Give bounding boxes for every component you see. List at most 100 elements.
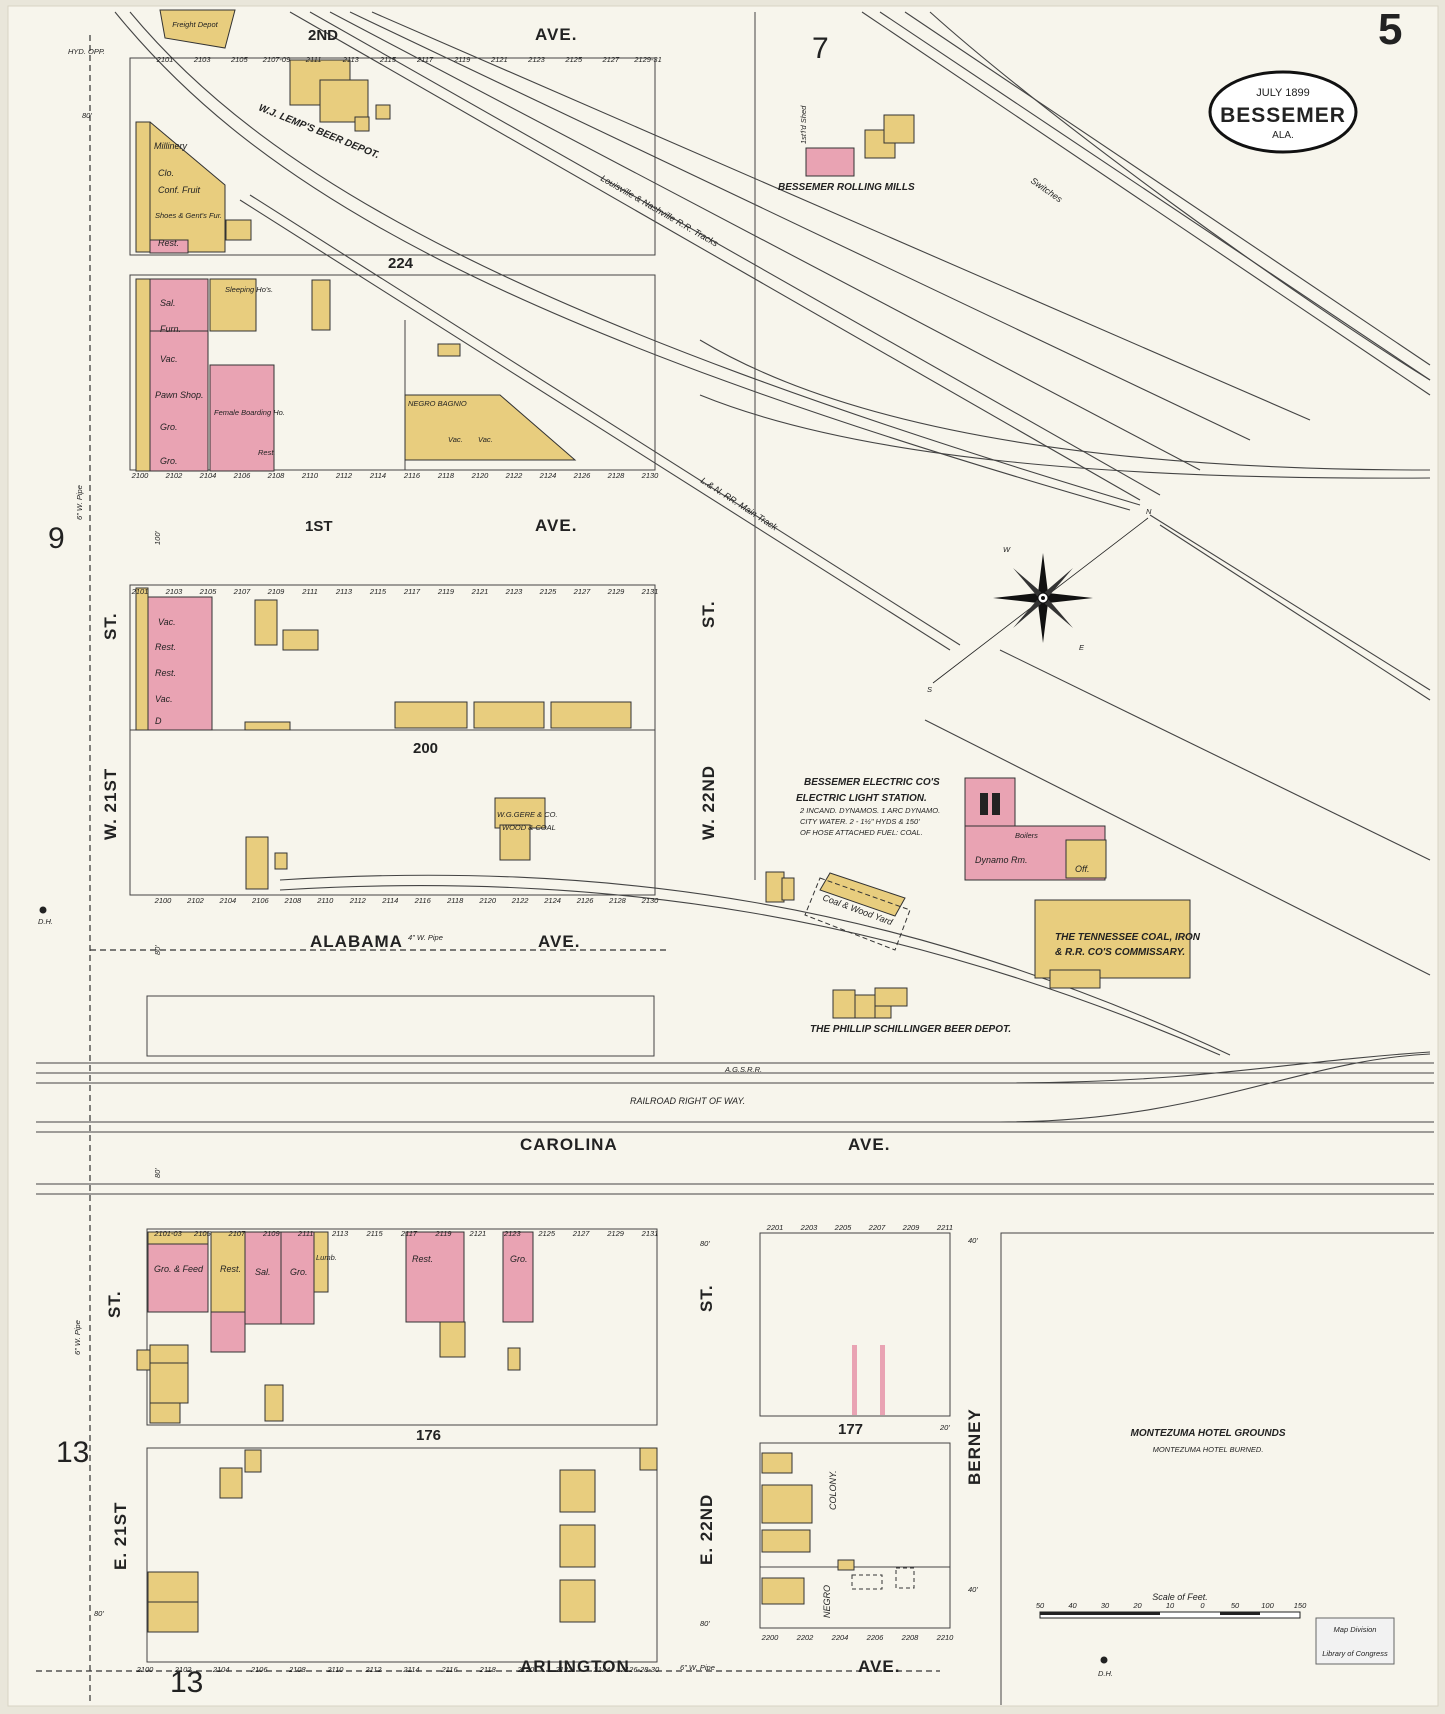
address-number: 2101-03 — [153, 1229, 182, 1238]
address-number: 2116 — [403, 471, 421, 480]
address-number: 2115 — [379, 55, 397, 64]
address-number: 2112 — [364, 1665, 382, 1674]
store-label: Sal. — [160, 298, 176, 308]
address-number: 2129 — [606, 1229, 625, 1238]
address-number: 2129-31 — [633, 55, 662, 64]
address-number: 2101 — [131, 587, 149, 596]
store-labels-block-224: Sal. Furn. Vac. Pawn Shop. Gro. Gro. Sle… — [155, 285, 493, 466]
block-number-176: 176 — [416, 1427, 441, 1444]
store-label: D — [155, 716, 162, 726]
freight-depot-label: Freight Depot — [172, 20, 218, 29]
rail-tracks — [36, 11, 1434, 1195]
store-label: Vac. — [160, 354, 178, 364]
dimension-label: 80' — [153, 1168, 162, 1178]
address-number: 2115 — [366, 1229, 384, 1238]
library-stamp-line-1: Map Division — [1334, 1625, 1377, 1634]
address-number: 2100 — [136, 1665, 155, 1674]
water-main-label: 6" W. Pipe — [73, 1320, 82, 1355]
address-number: 2107 — [233, 587, 252, 596]
address-number: 2124 — [539, 471, 557, 480]
dimension-label: 80' — [700, 1619, 710, 1628]
address-number: 2123 — [527, 55, 546, 64]
buildings-block-177 — [761, 1345, 915, 1605]
store-label: Millinery — [154, 141, 188, 151]
address-number: 2124 — [543, 896, 561, 905]
scale-tick-label: 150 — [1294, 1601, 1307, 1610]
address-number: 2110 — [301, 471, 319, 480]
title-cartouche: JULY 1899 BESSEMER ALA. — [1208, 70, 1358, 154]
store-labels-block-176: Gro. & Feed Rest. Sal. Gro. Lumb. Rest. … — [154, 1253, 528, 1277]
store-label: Vac. — [158, 617, 176, 627]
address-number: 2121 — [471, 587, 489, 596]
address-number: 2111 — [297, 1229, 314, 1238]
scale-bar: Scale of Feet. — [1039, 1592, 1301, 1619]
scale-tick-label: 50 — [1036, 1601, 1045, 1610]
buildings-block-200 — [135, 587, 632, 890]
address-number: 2127 — [601, 55, 620, 64]
street-carolina-suffix: AVE. — [848, 1135, 890, 1154]
address-number: 2120 — [516, 1665, 535, 1674]
buildings-block-176 — [136, 1231, 658, 1633]
street-w21: W. 21ST — [101, 768, 120, 840]
store-label: Conf. Fruit — [158, 185, 201, 195]
address-number: 2119 — [437, 587, 455, 596]
street-w21-st: ST. — [101, 612, 120, 640]
address-number: 2105 — [199, 587, 218, 596]
store-label: Gro. — [160, 422, 178, 432]
block-outlines — [129, 12, 1434, 1705]
compass-rose: N S E W — [927, 507, 1152, 694]
store-label: Rest. — [158, 238, 179, 248]
electric-label-1: BESSEMER ELECTRIC CO'S — [804, 777, 940, 788]
montezuma-label-2: MONTEZUMA HOTEL BURNED. — [1153, 1445, 1264, 1454]
hydrant-note: HYD. OPP. — [68, 47, 105, 56]
address-number: 2126 — [576, 896, 595, 905]
hydrant-label: D.H. — [38, 917, 53, 926]
tcirr-label-1: THE TENNESSEE COAL, IRON — [1055, 932, 1201, 943]
boilers-label: Boilers — [1015, 831, 1038, 840]
street-e21-st: ST. — [105, 1290, 124, 1318]
address-number: 2130 — [641, 896, 660, 905]
address-number: 2109 — [262, 1229, 281, 1238]
street-w22-st: ST. — [699, 600, 718, 628]
address-number: 2104 — [212, 1665, 230, 1674]
dimension-label: 80' — [82, 111, 92, 120]
hydrant-label: D.H. — [1098, 1669, 1113, 1678]
address-number: 2100 — [154, 896, 173, 905]
water-mains — [36, 35, 940, 1705]
address-number: 2104 — [219, 896, 237, 905]
block-number-224: 224 — [388, 255, 414, 272]
address-number: 2115 — [369, 587, 387, 596]
dynamo-label: Dynamo Rm. — [975, 855, 1028, 865]
address-number: 2123 — [503, 1229, 522, 1238]
sheet-number: 5 — [1378, 5, 1402, 54]
street-2nd-ave: AVE. — [535, 25, 577, 44]
sheet-date: JULY 1899 — [1256, 87, 1309, 99]
store-label: Gro. — [510, 1254, 528, 1264]
store-label: Furn. — [160, 324, 181, 334]
address-number: 2113 — [331, 1229, 349, 1238]
address-number: 2104 — [199, 471, 217, 480]
electric-label-2: ELECTRIC LIGHT STATION. — [796, 793, 927, 804]
address-number: 2116 — [441, 1665, 459, 1674]
right-of-way-label: RAILROAD RIGHT OF WAY. — [630, 1096, 745, 1106]
dimension-label: 40' — [968, 1585, 978, 1594]
gere-label-1: W.G.GERE & CO. — [497, 810, 558, 819]
address-number: 2207 — [868, 1223, 887, 1232]
address-number: 2125 — [564, 55, 583, 64]
rolling-mills-label: BESSEMER ROLLING MILLS — [778, 182, 915, 193]
address-number: 2204 — [831, 1633, 849, 1642]
address-number: 2105 — [193, 1229, 212, 1238]
store-label: Sleeping Ho's. — [225, 285, 273, 294]
store-label: Vac. — [448, 435, 463, 444]
address-number: 2105 — [230, 55, 249, 64]
negro-bagnio-label: NEGRO BAGNIO — [408, 399, 467, 408]
address-number: 2117 — [403, 587, 421, 596]
address-number: 2108 — [284, 896, 303, 905]
scale-tick-label: 100 — [1261, 1601, 1274, 1610]
address-number: 2118 — [437, 471, 455, 480]
dimension-label: 80' — [700, 1239, 710, 1248]
street-alabama: ALABAMA — [310, 932, 403, 951]
city-name: BESSEMER — [1220, 104, 1346, 127]
scale-tick-label: 30 — [1101, 1601, 1110, 1610]
store-label: Gro. & Feed — [154, 1264, 204, 1274]
